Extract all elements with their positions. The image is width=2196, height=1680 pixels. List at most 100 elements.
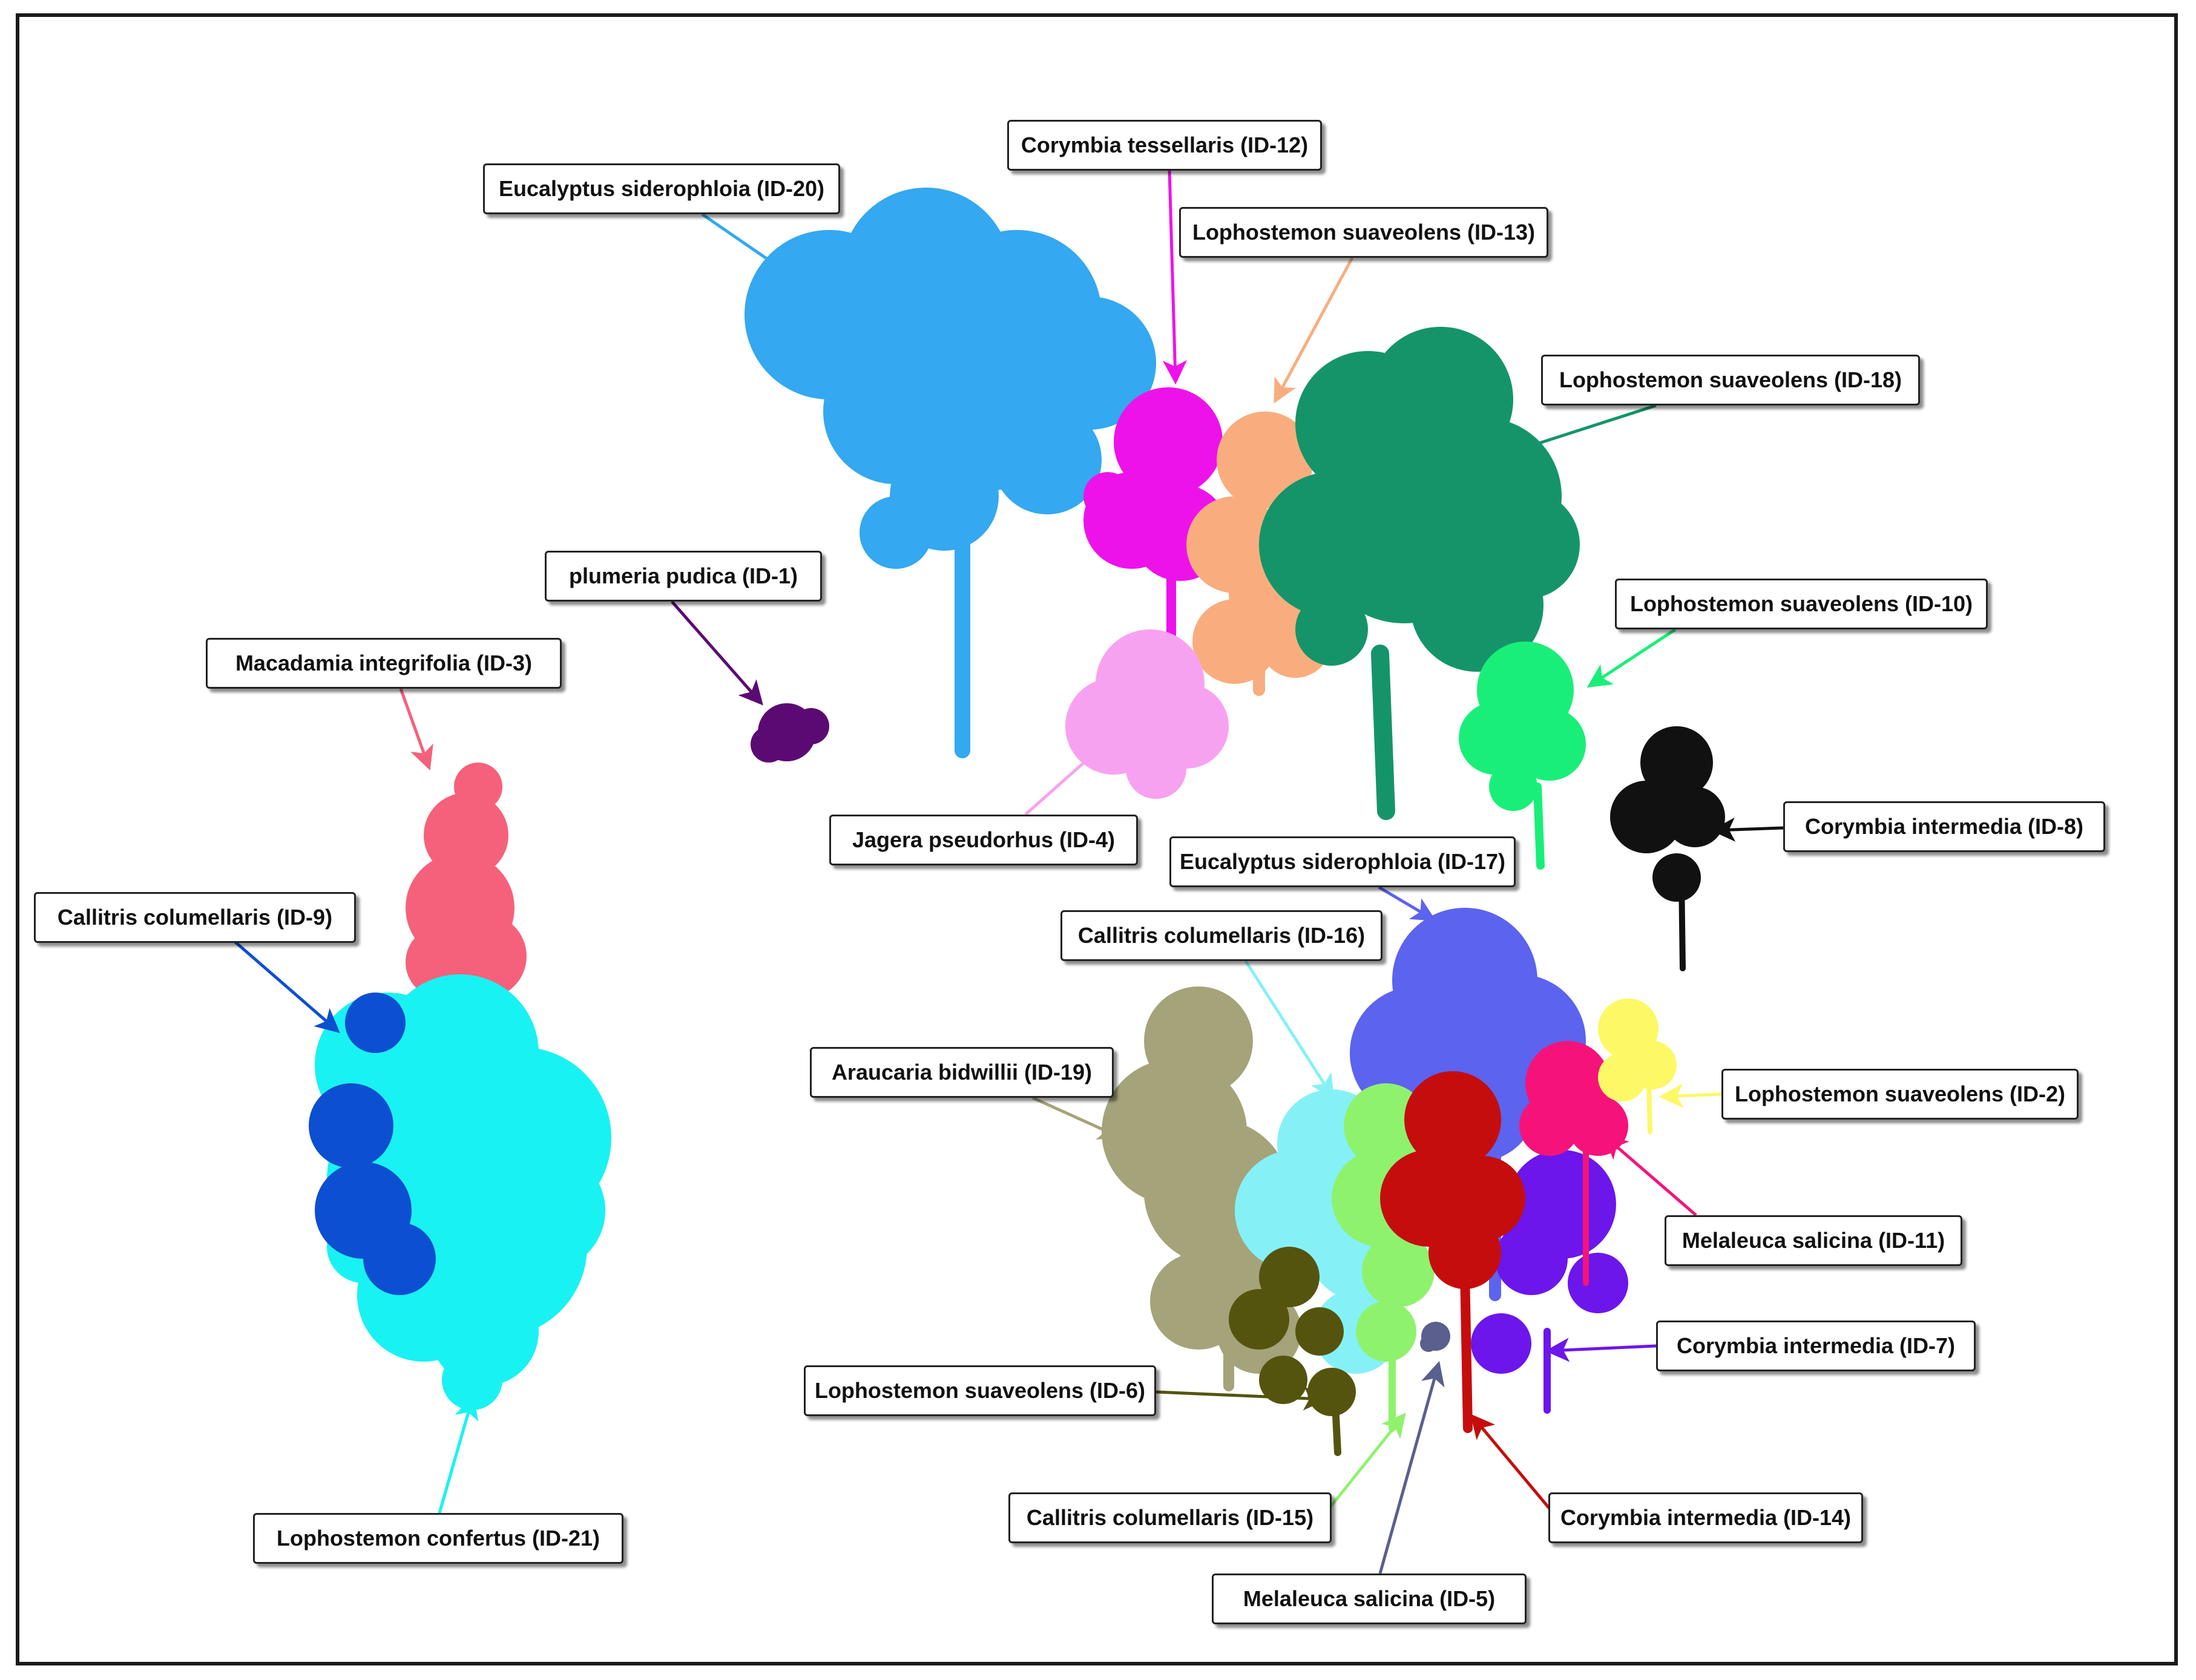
tree-crown-cluster <box>1192 599 1277 684</box>
tree-crown-cluster <box>1083 472 1132 520</box>
pointer-arrow-id-13 <box>1274 257 1354 404</box>
tree-crown-cluster <box>1513 708 1586 781</box>
pointer-arrow-id-20 <box>701 212 823 297</box>
tree-crown-cluster <box>484 1150 605 1271</box>
tree-label-id-12: Corymbia tessellaris (ID-12) <box>1007 120 1322 171</box>
tree-label-id-7: Corymbia intermedia (ID-7) <box>1656 1321 1976 1371</box>
tree-trunk <box>1371 645 1395 820</box>
tree-label-id-2: Lophostemon suaveolens (ID-2) <box>1721 1069 2079 1120</box>
tree-label-id-9: Callitris columellaris (ID-9) <box>34 892 356 943</box>
corymbia-tree-icon <box>1610 726 1725 971</box>
tree-crown-cluster <box>1307 1368 1356 1416</box>
tree-label-id-19: Araucaria bidwillii (ID-19) <box>810 1047 1114 1098</box>
plumeria-tree-icon <box>751 703 829 763</box>
tree-crown-cluster <box>1259 1356 1307 1404</box>
tree-label-id-15: Callitris columellaris (ID-15) <box>1008 1492 1332 1543</box>
macadamia-tree-icon <box>406 763 527 999</box>
tree-crown-cluster <box>1126 738 1186 799</box>
pointer-arrow-id-14 <box>1470 1414 1554 1514</box>
tree-crown-cluster <box>1489 763 1537 811</box>
tree-label-id-16: Callitris columellaris (ID-16) <box>1060 910 1382 961</box>
lophostemon-tree-icon <box>1229 1247 1356 1456</box>
pointer-arrow-id-6 <box>1156 1386 1328 1411</box>
pointer-arrow-id-19 <box>1031 1096 1123 1140</box>
pointer-arrow-id-9 <box>234 940 340 1033</box>
tree-label-id-18: Lophostemon suaveolens (ID-18) <box>1541 355 1920 405</box>
tree-trunk <box>1533 783 1545 870</box>
lophostemon-tree-icon <box>1598 999 1677 1134</box>
tree-crown-cluster <box>1652 853 1701 902</box>
tree-trunk <box>1646 1081 1652 1134</box>
tree-label-id-4: Jagera pseudorhus (ID-4) <box>829 815 1138 865</box>
tree-crown-cluster <box>1459 702 1531 775</box>
lophostemon-tree-icon <box>1459 641 1586 870</box>
tree-crown-cluster <box>793 708 829 744</box>
tree-crown-cluster <box>1568 1253 1628 1313</box>
jagera-tree-icon <box>1065 629 1229 799</box>
pointer-arrow-id-7 <box>1545 1337 1657 1362</box>
tree-crown-cluster <box>309 1083 393 1168</box>
tree-crown-cluster <box>1428 1216 1501 1289</box>
tree-crown-cluster <box>860 496 932 569</box>
pointer-arrow-id-5 <box>1378 1360 1445 1574</box>
tree-crown-cluster <box>1471 1313 1531 1374</box>
pointer-arrow-id-8 <box>1711 817 1784 842</box>
tree-crown-cluster <box>1420 1335 1437 1352</box>
lophostemon-tree-icon <box>1259 327 1580 820</box>
tree-crown-cluster <box>1114 387 1223 496</box>
tree-crown-cluster <box>1598 1053 1646 1101</box>
pointer-arrow-id-3 <box>399 688 433 771</box>
tree-label-id-17: Eucalyptus siderophloia (ID-17) <box>1169 836 1516 887</box>
tree-label-id-20: Eucalyptus siderophloia (ID-20) <box>483 163 840 214</box>
tree-label-id-10: Lophostemon suaveolens (ID-10) <box>1615 579 1988 629</box>
pointer-arrow-id-17 <box>1378 885 1436 921</box>
tree-crown-cluster <box>1217 412 1313 508</box>
figure-frame <box>16 13 2178 1665</box>
tree-label-id-14: Corymbia intermedia (ID-14) <box>1548 1492 1863 1543</box>
eucalyptus-tree-icon <box>745 188 1156 758</box>
tree-crown-cluster <box>454 763 502 811</box>
tree-crown-cluster <box>1665 787 1725 847</box>
tree-crown-cluster <box>1356 1301 1416 1362</box>
tree-label-id-6: Lophostemon suaveolens (ID-6) <box>804 1365 1156 1416</box>
tree-crown-cluster <box>345 993 406 1053</box>
tree-crown-cluster <box>1295 1307 1344 1356</box>
pointer-arrow-id-2 <box>1659 1083 1722 1108</box>
pointer-arrow-id-12 <box>1163 170 1188 385</box>
tree-crown-cluster <box>993 405 1102 514</box>
callitris-tree-icon <box>309 993 436 1295</box>
tree-label-id-11: Melaleuca salicina (ID-11) <box>1665 1215 1962 1266</box>
corymbia-tree-icon <box>1380 1071 1525 1433</box>
pointer-arrow-id-4 <box>1024 744 1105 816</box>
tree-crown-cluster <box>1259 1247 1320 1307</box>
pointer-arrow-id-21 <box>438 1394 479 1514</box>
tree-crown-cluster <box>1410 539 1543 672</box>
tree-trunk <box>1460 1266 1473 1433</box>
tree-crown-cluster <box>1229 1289 1289 1350</box>
tree-label-id-3: Macadamia integrifolia (ID-3) <box>206 638 562 689</box>
tree-crown-cluster <box>1495 1222 1568 1295</box>
tree-crown-cluster <box>1259 472 1404 617</box>
tree-label-id-8: Corymbia intermedia (ID-8) <box>1783 801 2105 852</box>
tree-crown-cluster <box>1295 593 1368 666</box>
pointer-arrow-id-16 <box>1244 960 1335 1100</box>
pointer-arrow-id-18 <box>1508 404 1657 458</box>
pointer-arrow-id-15 <box>1324 1413 1406 1514</box>
tree-crown-cluster <box>1362 1235 1435 1307</box>
tree-crown-cluster <box>363 1222 436 1295</box>
tree-crown-cluster <box>1519 1095 1580 1156</box>
pointer-arrow-id-1 <box>671 600 763 706</box>
tree-crown-cluster <box>751 726 787 763</box>
melaleuca-tree-icon <box>1420 1322 1450 1352</box>
melaleuca-tree-icon <box>1519 1041 1628 1286</box>
tree-label-id-13: Lophostemon suaveolens (ID-13) <box>1179 207 1548 258</box>
tree-crown-cluster <box>1404 1071 1501 1168</box>
pointer-arrow-id-11 <box>1603 1135 1697 1216</box>
tree-crown-cluster <box>1640 726 1713 799</box>
tree-label-id-5: Melaleuca salicina (ID-5) <box>1212 1573 1527 1624</box>
tree-label-id-1: plumeria pudica (ID-1) <box>545 551 822 602</box>
tree-label-id-21: Lophostemon confertus (ID-21) <box>253 1513 623 1564</box>
tree-crown-cluster <box>1610 781 1683 853</box>
pointer-arrow-id-10 <box>1586 628 1677 688</box>
